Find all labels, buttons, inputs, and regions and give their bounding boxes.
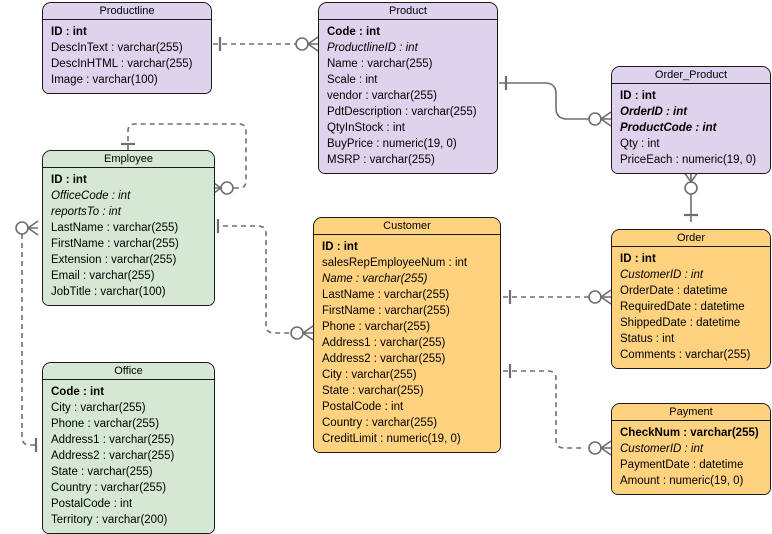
attribute-row: DescInText : varchar(255)	[51, 42, 183, 54]
attribute-row: ID : int	[51, 26, 87, 38]
entity-employee[interactable]: Employee ID : int OfficeCode : int repor…	[42, 150, 215, 306]
connector-customer-order[interactable]	[503, 289, 612, 305]
attribute-row: FirstName : varchar(255)	[51, 238, 179, 250]
attribute-row: City : varchar(255)	[51, 402, 146, 414]
connector-customer-payment[interactable]	[503, 364, 612, 456]
entity-productline[interactable]: Productline ID : int DescInText : varcha…	[42, 2, 212, 94]
attribute-row: Phone : varchar(255)	[51, 418, 160, 430]
attribute-row: Address1 : varchar(255)	[322, 337, 446, 349]
attribute-row: State : varchar(255)	[51, 466, 153, 478]
attribute-row: Name : varchar(255)	[322, 273, 428, 285]
entity-title-order-product: Order_Product	[612, 67, 770, 84]
attribute-row: OrderID : int	[620, 106, 688, 118]
attribute-row: Code : int	[327, 26, 381, 38]
entity-attributes-productline: ID : int DescInText : varchar(255) DescI…	[43, 20, 211, 93]
attribute-row: LastName : varchar(255)	[51, 222, 179, 234]
attribute-row: ID : int	[620, 253, 656, 265]
entity-attributes-payment: CheckNum : varchar(255) CustomerID : int…	[612, 421, 770, 494]
attribute-row: Image : varchar(100)	[51, 74, 158, 86]
attribute-row: Amount : numeric(19, 0)	[620, 475, 744, 487]
connector-productline-product[interactable]	[213, 36, 319, 52]
attribute-row: QtyInStock : int	[327, 122, 405, 134]
attribute-row: reportsTo : int	[51, 206, 121, 218]
entity-attributes-product: Code : int ProductlineID : int Name : va…	[319, 20, 497, 173]
attribute-row: Scale : int	[327, 74, 378, 86]
attribute-row: CustomerID : int	[620, 443, 704, 455]
attribute-row: Status : int	[620, 333, 675, 345]
entity-title-payment: Payment	[612, 404, 770, 421]
attribute-row: OfficeCode : int	[51, 190, 131, 202]
attribute-row: Name : varchar(255)	[327, 58, 433, 70]
attribute-row: Country : varchar(255)	[51, 482, 167, 494]
attribute-row: OrderDate : datetime	[620, 285, 728, 297]
entity-order[interactable]: Order ID : int CustomerID : int OrderDat…	[611, 229, 771, 369]
attribute-row: CheckNum : varchar(255)	[620, 427, 759, 439]
entity-title-productline: Productline	[43, 3, 211, 20]
entity-customer[interactable]: Customer ID : int salesRepEmployeeNum : …	[313, 217, 501, 453]
attribute-row: CreditLimit : numeric(19, 0)	[322, 433, 461, 445]
attribute-row: ShippedDate : datetime	[620, 317, 741, 329]
attribute-row: Extension : varchar(255)	[51, 254, 177, 266]
entity-title-office: Office	[43, 363, 214, 380]
entity-attributes-office: Code : int City : varchar(255) Phone : v…	[43, 380, 214, 533]
attribute-row: Territory : varchar(200)	[51, 514, 168, 526]
entity-title-employee: Employee	[43, 151, 214, 168]
attribute-row: PdtDescription : varchar(255)	[327, 106, 477, 118]
attribute-row: Phone : varchar(255)	[322, 321, 431, 333]
connector-orderproduct-order[interactable]	[683, 171, 699, 222]
attribute-row: State : varchar(255)	[322, 385, 424, 397]
attribute-row: Country : varchar(255)	[322, 417, 438, 429]
attribute-row: RequiredDate : datetime	[620, 301, 745, 313]
attribute-row: Address1 : varchar(255)	[51, 434, 175, 446]
attribute-row: JobTitle : varchar(100)	[51, 286, 166, 298]
entity-attributes-order-product: ID : int OrderID : int ProductCode : int…	[612, 84, 770, 173]
attribute-row: vendor : varchar(255)	[327, 90, 437, 102]
attribute-row: PriceEach : numeric(19, 0)	[620, 154, 757, 166]
attribute-row: ProductCode : int	[620, 122, 717, 134]
attribute-row: salesRepEmployeeNum : int	[322, 257, 468, 269]
attribute-row: DescInHTML : varchar(255)	[51, 58, 193, 70]
attribute-row: Email : varchar(255)	[51, 270, 155, 282]
attribute-row: BuyPrice : numeric(19, 0)	[327, 138, 457, 150]
attribute-row: PostalCode : int	[322, 401, 404, 413]
entity-title-order: Order	[612, 230, 770, 247]
entity-order-product[interactable]: Order_Product ID : int OrderID : int Pro…	[611, 66, 771, 174]
entity-product[interactable]: Product Code : int ProductlineID : int N…	[318, 2, 498, 174]
attribute-row: CustomerID : int	[620, 269, 704, 281]
entity-title-product: Product	[319, 3, 497, 20]
attribute-row: Comments : varchar(255)	[620, 349, 751, 361]
attribute-row: PaymentDate : datetime	[620, 459, 744, 471]
attribute-row: Address2 : varchar(255)	[51, 450, 175, 462]
attribute-row: ID : int	[620, 90, 656, 102]
entity-payment[interactable]: Payment CheckNum : varchar(255) Customer…	[611, 403, 771, 495]
connector-employee-customer[interactable]	[216, 219, 314, 341]
attribute-row: Address2 : varchar(255)	[322, 353, 446, 365]
attribute-row: ID : int	[322, 241, 358, 253]
attribute-row: ID : int	[51, 174, 87, 186]
connector-office-employee[interactable]	[15, 220, 39, 452]
entity-attributes-customer: ID : int salesRepEmployeeNum : int Name …	[314, 235, 500, 452]
attribute-row: ProductlineID : int	[327, 42, 418, 54]
attribute-row: PostalCode : int	[51, 498, 133, 510]
entity-attributes-order: ID : int CustomerID : int OrderDate : da…	[612, 247, 770, 368]
attribute-row: LastName : varchar(255)	[322, 289, 450, 301]
attribute-row: FirstName : varchar(255)	[322, 305, 450, 317]
entity-attributes-employee: ID : int OfficeCode : int reportsTo : in…	[43, 168, 214, 305]
attribute-row: MSRP : varchar(255)	[327, 154, 435, 166]
connector-product-orderproduct[interactable]	[499, 76, 612, 127]
entity-title-customer: Customer	[314, 218, 500, 235]
attribute-row: Qty : int	[620, 138, 660, 150]
attribute-row: Code : int	[51, 386, 105, 398]
attribute-row: City : varchar(255)	[322, 369, 417, 381]
entity-office[interactable]: Office Code : int City : varchar(255) Ph…	[42, 362, 215, 534]
